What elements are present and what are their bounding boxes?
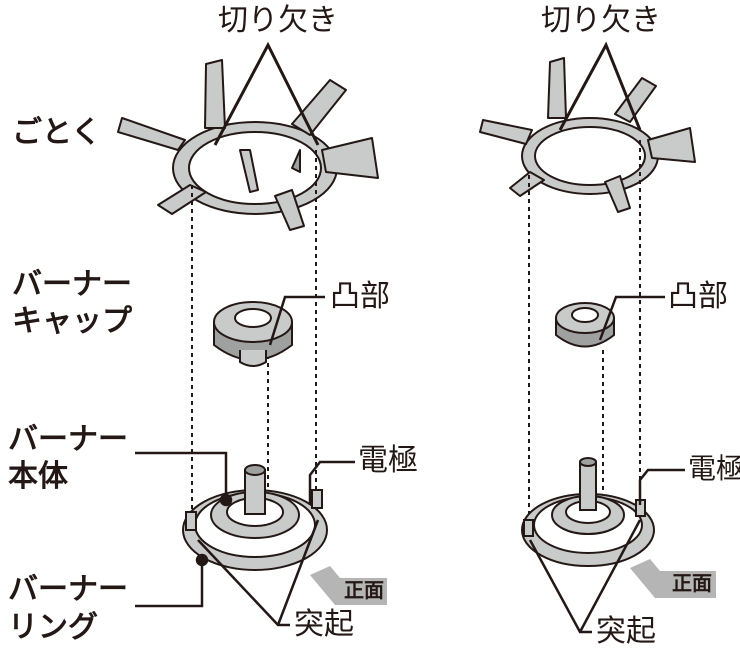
burner-body-left (182, 464, 328, 571)
burner-cap-left (213, 301, 293, 367)
burner-cap-label-line1: バーナー (12, 267, 132, 302)
guide-lines-left (191, 150, 317, 535)
electrode-label-right: 電極 (688, 452, 740, 485)
leader-lines-left (135, 295, 355, 627)
leader-lines-right (528, 295, 685, 634)
protrusion-label-left: 凸部 (330, 279, 390, 314)
front-label-left: 正面 (344, 578, 384, 602)
burner-ring-label-line1: バーナー (8, 572, 128, 607)
electrode-label-left: 電極 (358, 443, 418, 478)
trivet-label: ごとく (12, 115, 102, 150)
trivet-right (479, 57, 696, 213)
notch-leader-left (213, 41, 320, 146)
burner-body-right (521, 457, 655, 567)
front-label-right: 正面 (672, 571, 712, 595)
burner-body-label-line2: 本体 (8, 459, 68, 494)
burner-ring-label-line2: リング (8, 610, 98, 645)
front-arrow-right (630, 559, 716, 598)
front-arrow-left (310, 566, 387, 605)
burner-body-label-line1: バーナー (8, 422, 128, 457)
trivet-left (117, 59, 379, 231)
notch-label-right: 切り欠き (541, 3, 661, 38)
protrusion-label-right: 凸部 (668, 279, 728, 314)
notch-label-left: 切り欠き (218, 3, 338, 38)
burner-cap-label-line2: キャップ (12, 304, 132, 339)
lug-label-left: 突起 (294, 607, 354, 642)
lug-label-right: 突起 (596, 614, 656, 649)
notch-leader-right (558, 41, 642, 131)
